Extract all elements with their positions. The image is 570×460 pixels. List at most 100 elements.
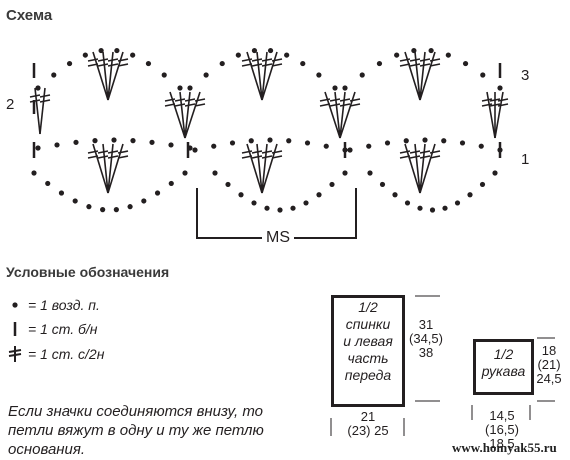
- chain-stitch: [286, 138, 292, 144]
- chain-stitch: [342, 170, 348, 176]
- note-line: петли вяжут в одну и ту же петлю: [8, 422, 264, 439]
- dim-value: 24,5: [536, 371, 562, 386]
- back-label: и левая: [343, 333, 393, 349]
- cross-bar: [174, 103, 186, 107]
- chain-stitch: [251, 47, 258, 54]
- chain-stitch: [442, 205, 448, 211]
- cross-bar: [261, 155, 273, 159]
- cross-bar: [29, 94, 41, 98]
- chain-stitch: [366, 143, 372, 149]
- cross-bar: [241, 63, 253, 67]
- chain-stitch: [323, 143, 329, 149]
- dim-value: 38: [418, 345, 434, 360]
- cross-bar: [194, 98, 206, 102]
- back-fraction: 1/2: [358, 299, 378, 315]
- chain-stitch: [376, 60, 383, 67]
- cross-bar: [107, 150, 119, 154]
- cross-bar: [251, 155, 263, 159]
- motif-label: MS: [262, 229, 294, 247]
- cross-bar: [329, 103, 341, 107]
- chain-stitch: [459, 140, 466, 146]
- cross-bar: [251, 63, 263, 67]
- chain-stitch: [54, 142, 60, 148]
- site-url: www.homyak55.ru: [452, 440, 557, 455]
- legend-item-single-crochet: = 1 ст. б/н: [8, 320, 98, 338]
- diagram-title: Схема: [6, 7, 53, 24]
- chain-stitch: [454, 200, 461, 206]
- chain-stitch: [229, 140, 236, 146]
- chain-stitch: [58, 190, 65, 196]
- sleeve-label: рукава: [481, 363, 526, 379]
- cross-bar: [399, 58, 411, 62]
- cross-bar: [87, 155, 99, 159]
- chain-stitch: [168, 142, 174, 148]
- cross-bar: [117, 155, 129, 159]
- cross-bar: [117, 58, 129, 62]
- cross-bar: [164, 98, 176, 102]
- cross-bar: [419, 150, 431, 154]
- chain-stitch: [192, 147, 198, 153]
- chain-stitch: [277, 207, 283, 213]
- cross-bar: [429, 58, 441, 62]
- chain-stitch: [182, 170, 188, 176]
- chain-stitch: [161, 72, 167, 78]
- dim-value: (16,5): [485, 422, 519, 437]
- cross-bar: [419, 58, 431, 62]
- cross-bar: [409, 150, 421, 154]
- row-label-1: 1: [521, 151, 530, 168]
- chain-stitch: [441, 138, 447, 144]
- dim-value: 21: [360, 409, 376, 424]
- chain-stitch: [300, 60, 306, 67]
- chain-stitch: [127, 204, 133, 210]
- chain-stitch: [479, 181, 486, 188]
- chain-stitch: [82, 52, 88, 58]
- chain-stitch: [264, 205, 270, 211]
- chain-stitch: [177, 85, 183, 91]
- chain-stitch: [478, 143, 484, 149]
- cross-bar: [87, 58, 99, 62]
- cross-bar: [107, 58, 119, 62]
- chain-stitch: [304, 140, 311, 146]
- chain-stitch: [342, 85, 348, 91]
- chain-stitch: [497, 85, 503, 91]
- cross-bar: [87, 63, 99, 67]
- legend-text: = 1 возд. п.: [28, 297, 100, 313]
- chain-stitch: [100, 207, 106, 213]
- legend-text: = 1 ст. с/2н: [28, 346, 105, 362]
- cross-bar: [39, 99, 51, 103]
- chain-stitch: [203, 72, 209, 78]
- chain-stitch: [219, 60, 225, 67]
- cross-bar: [241, 58, 253, 62]
- chain-stitch: [384, 140, 391, 146]
- chain-stitch: [411, 47, 417, 54]
- chain-stitch: [187, 85, 193, 91]
- cross-bar: [184, 103, 196, 107]
- cross-bar: [164, 103, 176, 107]
- note-text: Если значки соединяются внизу, то петли …: [8, 402, 264, 459]
- note-line: основания.: [8, 441, 86, 458]
- cross-bar: [97, 155, 109, 159]
- note-line: Если значки соединяются внизу, то: [8, 403, 263, 420]
- cross-bar: [409, 63, 421, 67]
- chain-stitch: [130, 138, 136, 144]
- chain-stitch: [45, 180, 51, 187]
- chain-stitch: [316, 72, 322, 78]
- chain-stitch: [66, 60, 73, 67]
- crochet-chart: [29, 47, 509, 239]
- cross-bar: [194, 103, 206, 107]
- chain-stitch: [404, 200, 411, 206]
- chain-stitch: [359, 72, 365, 78]
- single-crochet-icon: [8, 320, 28, 338]
- treble-stroke: [39, 87, 46, 135]
- dim-value: 14,5: [489, 408, 515, 423]
- sleeve-width: 14,5 (16,5) 18,5: [478, 409, 526, 451]
- chain-stitch: [303, 200, 309, 206]
- chain-stitch: [168, 180, 174, 187]
- dim-value: (34,5): [409, 331, 443, 346]
- cross-bar: [429, 150, 441, 154]
- treble-stroke: [184, 91, 201, 139]
- cross-bar: [489, 98, 501, 102]
- chain-stitch: [51, 72, 57, 78]
- chain-stitch: [251, 200, 257, 206]
- chain-stitch: [111, 137, 117, 143]
